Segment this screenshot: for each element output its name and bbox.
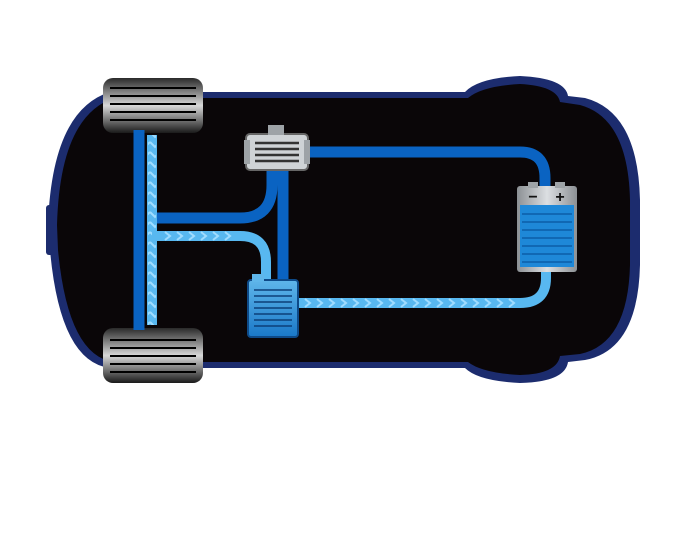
electric-motor-icon <box>244 125 310 171</box>
axle-to-radiator-conduit <box>152 231 271 285</box>
motor-to-axle-conduit <box>150 168 278 224</box>
battery-positive-label: + <box>555 189 564 206</box>
battery-negative-label: − <box>528 189 537 206</box>
front-right-tire <box>103 328 203 383</box>
motor-to-battery-conduit <box>305 146 551 190</box>
battery-icon: − + <box>517 182 577 272</box>
radiator-to-battery-conduit <box>298 270 551 308</box>
dark-conduit-lines <box>133 130 551 330</box>
front-left-tire <box>103 78 203 133</box>
radiator-icon <box>247 274 299 338</box>
side-mirror-left <box>46 205 56 255</box>
light-conduit-lines <box>147 135 551 325</box>
